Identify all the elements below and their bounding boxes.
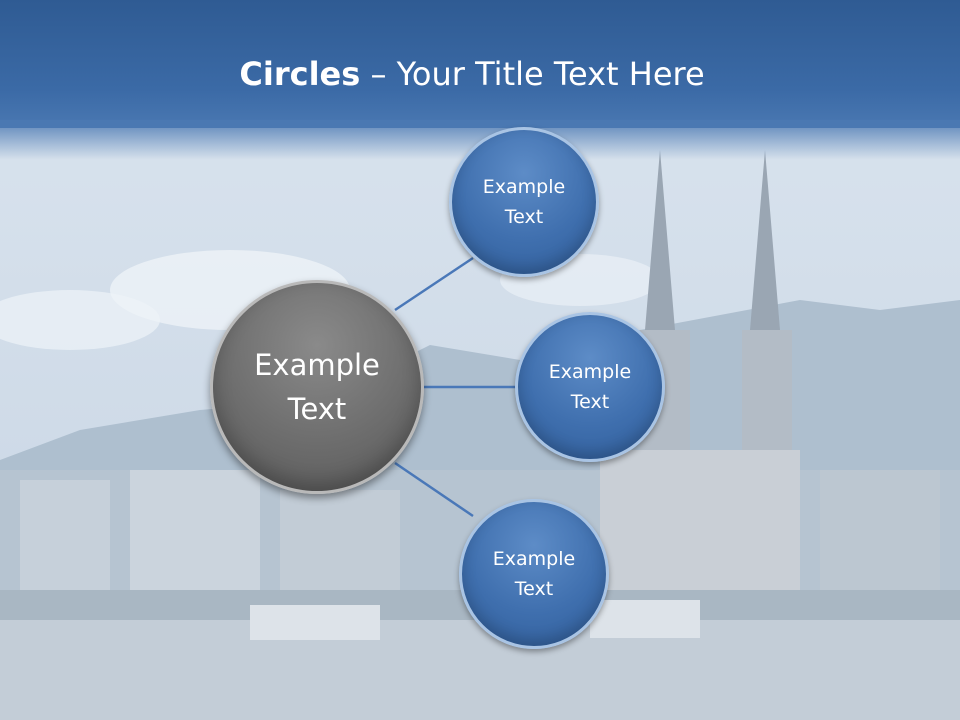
slide-title: Circles – Your Title Text Here xyxy=(0,52,944,96)
satellite-circle-top[interactable]: Example Text xyxy=(449,127,599,277)
connector-bottom xyxy=(394,461,474,518)
satellite-circle-middle[interactable]: Example Text xyxy=(515,312,665,462)
satellite-middle-label: Example Text xyxy=(548,361,632,413)
satellite-top-label: Example Text xyxy=(482,176,566,228)
connector-top xyxy=(394,256,474,312)
satellite-bottom-label: Example Text xyxy=(492,548,576,600)
center-circle-label: Example Text xyxy=(254,348,380,426)
title-bold: Circles xyxy=(239,55,361,93)
title-rest: – Your Title Text Here xyxy=(360,55,705,93)
satellite-circle-bottom[interactable]: Example Text xyxy=(459,499,609,649)
center-circle[interactable]: Example Text xyxy=(210,280,424,494)
title-band xyxy=(0,0,960,128)
